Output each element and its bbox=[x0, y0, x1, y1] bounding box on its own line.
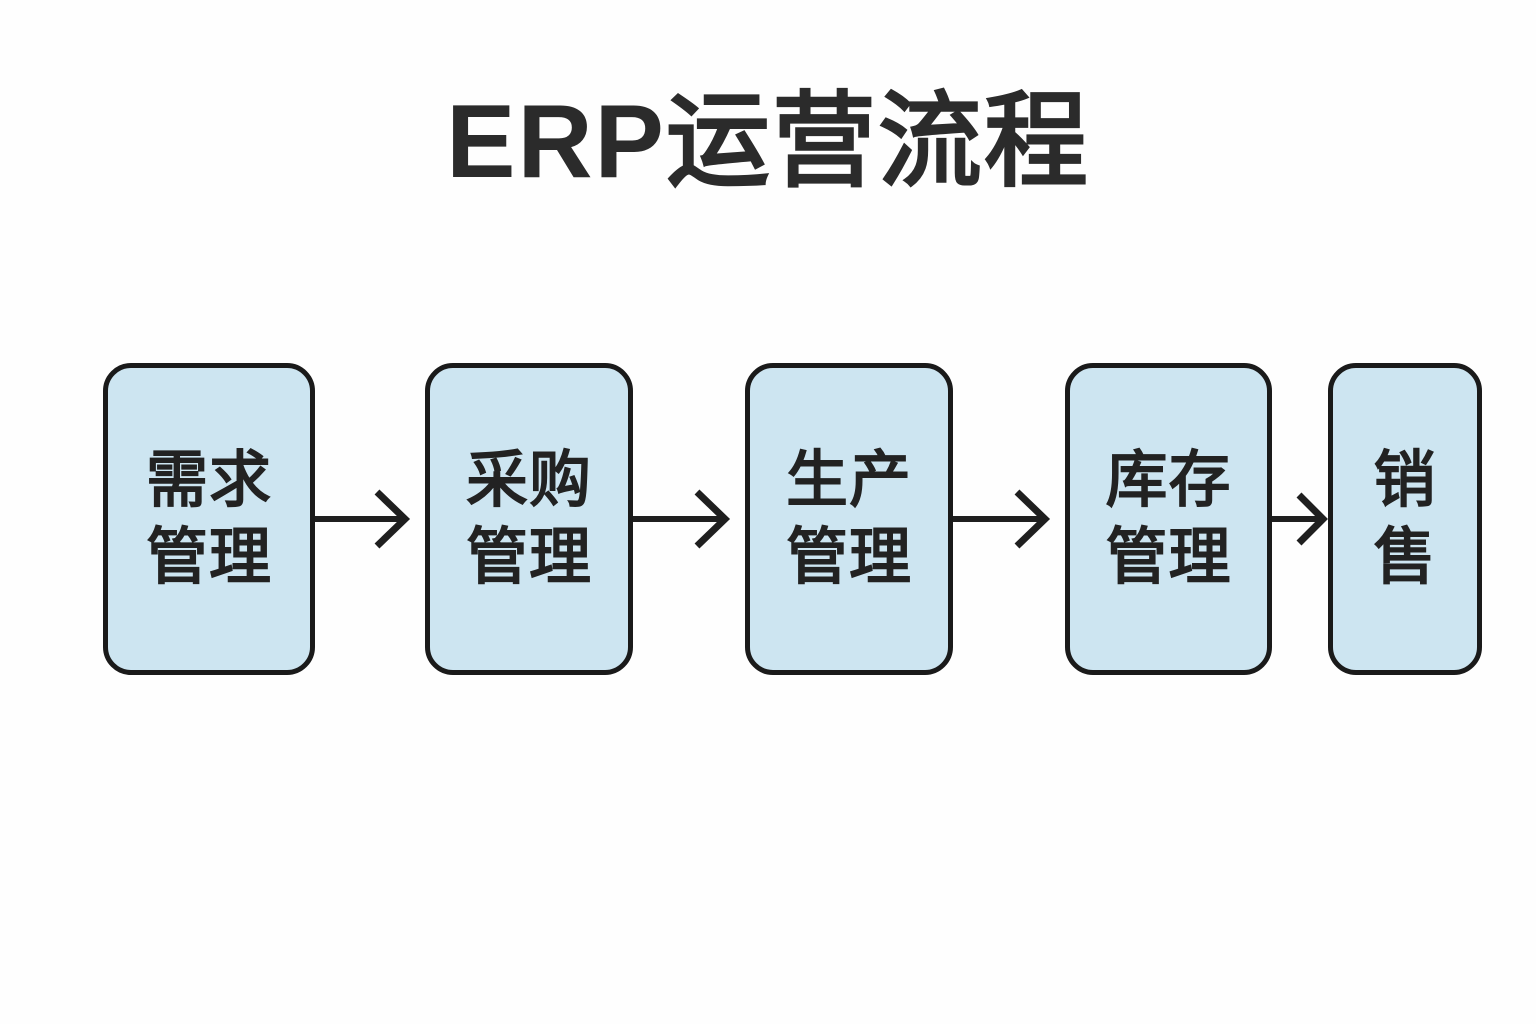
node-label-line: 生产 bbox=[785, 445, 912, 515]
node-label-line: 管理 bbox=[145, 523, 272, 592]
node-label-line: 需求 bbox=[145, 445, 272, 515]
arrow-right-icon bbox=[633, 489, 731, 549]
node-label-line: 售 bbox=[1373, 523, 1437, 592]
flow-node-procurement-management: 采购 管理 bbox=[425, 363, 633, 675]
diagram-title: ERP运营流程 bbox=[446, 84, 1090, 200]
node-label-line: 销 bbox=[1373, 445, 1437, 515]
node-label-line: 管理 bbox=[785, 523, 912, 592]
flow-arrow-3 bbox=[953, 459, 1065, 579]
node-label-line: 采购 bbox=[465, 445, 592, 515]
arrow-right-icon bbox=[1272, 492, 1328, 546]
flow-node-production-management: 生产 管理 bbox=[745, 363, 953, 675]
flow-arrow-2 bbox=[633, 459, 745, 579]
flow-node-sales: 销 售 bbox=[1328, 363, 1482, 675]
flow-node-inventory-management: 库存 管理 bbox=[1065, 363, 1272, 675]
arrow-right-icon bbox=[315, 489, 411, 549]
flow-arrow-4 bbox=[1272, 459, 1328, 579]
node-label-line: 管理 bbox=[465, 523, 592, 592]
flow-arrow-1 bbox=[315, 459, 425, 579]
node-label-line: 管理 bbox=[1105, 523, 1232, 592]
node-label-line: 库存 bbox=[1105, 445, 1232, 515]
flow-node-demand-management: 需求 管理 bbox=[103, 363, 315, 675]
flow-row: 需求 管理 采购 管理 生产 管理 bbox=[103, 363, 1482, 675]
arrow-right-icon bbox=[953, 489, 1051, 549]
